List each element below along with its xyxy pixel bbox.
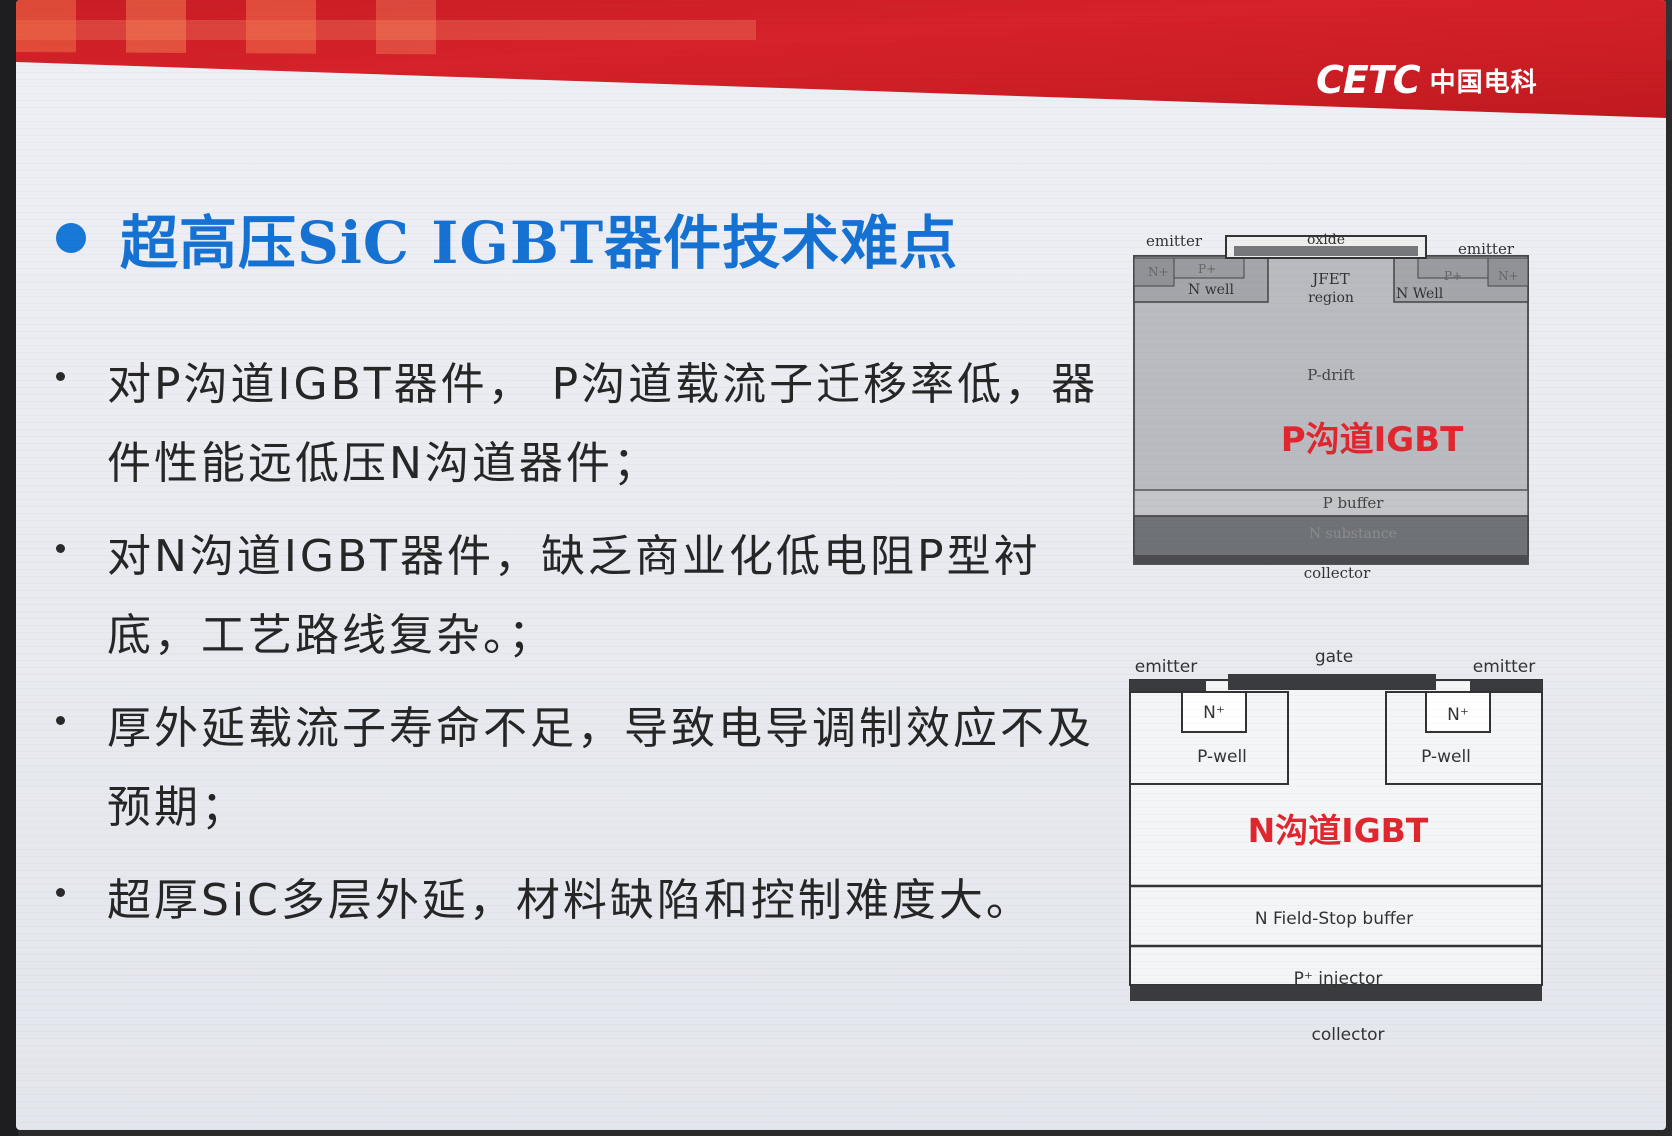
slide-title-row: 超高压SiC IGBT器件技术难点: [56, 196, 958, 280]
emitter-right-metal: [1470, 680, 1542, 692]
bullet-dot-icon: [56, 888, 65, 897]
p-well-right-label: P-well: [1421, 747, 1471, 767]
presentation-slide: CETC 中国电科 超高压SiC IGBT器件技术难点 对P沟道IGBT器件， …: [16, 0, 1666, 1130]
p-n-well-right-label: N Well: [1396, 286, 1444, 302]
emitter-left-metal: [1130, 680, 1206, 692]
p-emitter-left-label: emitter: [1146, 232, 1203, 250]
n-emitter-right-label: emitter: [1473, 657, 1536, 677]
n-plus-right-label: N⁺: [1447, 705, 1469, 725]
field-stop-label: N Field-Stop buffer: [1255, 909, 1413, 929]
bullet-dot-icon: [56, 544, 65, 553]
p-collector-label: collector: [1304, 564, 1371, 582]
bullet-item: 对P沟道IGBT器件， P沟道载流子迁移率低，器件性能远低压N沟道器件；: [56, 345, 1126, 503]
p-n-well-left-label: N well: [1188, 282, 1234, 298]
p-n-plus-right-label: N+: [1498, 269, 1519, 283]
slide-title: 超高压SiC IGBT器件技术难点: [120, 209, 959, 277]
injector-label: P⁺ injector: [1294, 969, 1383, 989]
logo-mark: CETC: [1316, 58, 1421, 102]
bullet-item: 超厚SiC多层外延，材料缺陷和控制难度大。: [56, 861, 1126, 940]
p-region-label: region: [1308, 290, 1354, 306]
cetc-logo: CETC 中国电科: [1316, 58, 1538, 102]
n-substance-label: N substance: [1309, 526, 1397, 542]
bullet-item: 厚外延载流子寿命不足，导致电导调制效应不及预期；: [56, 689, 1126, 847]
n-plus-left-region: [1181, 691, 1247, 733]
p-well-left-label: P-well: [1197, 747, 1247, 767]
p-oxide-label: oxide: [1307, 232, 1345, 248]
photo-background-left: [0, 0, 18, 1136]
bullet-list: 对P沟道IGBT器件， P沟道载流子迁移率低，器件性能远低压N沟道器件； 对N沟…: [56, 345, 1126, 954]
p-p-plus-right-label: P+: [1444, 269, 1462, 283]
p-buffer-label: P buffer: [1323, 494, 1385, 512]
n-plus-left-label: N⁺: [1203, 703, 1225, 723]
n-collector-label: collector: [1311, 1025, 1384, 1045]
p-channel-igbt-label: P沟道IGBT: [1281, 420, 1464, 460]
bullet-item: 对N沟道IGBT器件，缺乏商业化低电阻P型衬底，工艺路线复杂。；: [56, 517, 1126, 675]
logo-name: 中国电科: [1429, 67, 1538, 98]
p-buffer-layer: [1133, 489, 1529, 517]
p-channel-igbt-diagram: emitter oxide emitter N+ P+ N well JFET …: [1133, 232, 1529, 582]
n-channel-igbt-label: N沟道IGBT: [1248, 811, 1429, 850]
p-plus-left: [1173, 257, 1245, 279]
n-plus-right: [1487, 257, 1529, 287]
header-pixel-decoration: [16, 0, 756, 56]
n-gate-label: gate: [1315, 647, 1353, 667]
bullet-text: 对P沟道IGBT器件， P沟道载流子迁移率低，器件性能远低压N沟道器件；: [107, 359, 1099, 489]
gate-electrode: [1234, 246, 1418, 256]
n-plus-right-region: [1425, 691, 1491, 733]
n-substance-layer: [1133, 515, 1529, 557]
bullet-dot-icon: [56, 372, 65, 381]
title-bullet-icon: [56, 223, 86, 253]
collector-metal: [1134, 556, 1528, 564]
n-channel-igbt-diagram: gate emitter emitter N⁺ N⁺ P-well P-well…: [1129, 647, 1543, 1045]
p-drift-label: P-drift: [1307, 366, 1355, 384]
p-emitter-right-label: emitter: [1458, 240, 1515, 258]
collector-metal-n: [1130, 985, 1542, 1001]
p-jfet-label: JFET: [1310, 270, 1349, 288]
n-plus-left: [1133, 257, 1175, 287]
bullet-text: 厚外延载流子寿命不足，导致电导调制效应不及预期；: [107, 703, 1094, 833]
gate-metal: [1228, 674, 1436, 690]
bullet-text: 超厚SiC多层外延，材料缺陷和控制难度大。: [107, 875, 1033, 926]
n-emitter-left-label: emitter: [1135, 657, 1198, 677]
bullet-dot-icon: [56, 716, 65, 725]
p-n-plus-left-label: N+: [1148, 265, 1169, 279]
p-p-plus-left-label: P+: [1198, 262, 1216, 276]
bullet-text: 对N沟道IGBT器件，缺乏商业化低电阻P型衬底，工艺路线复杂。；: [107, 531, 1041, 661]
